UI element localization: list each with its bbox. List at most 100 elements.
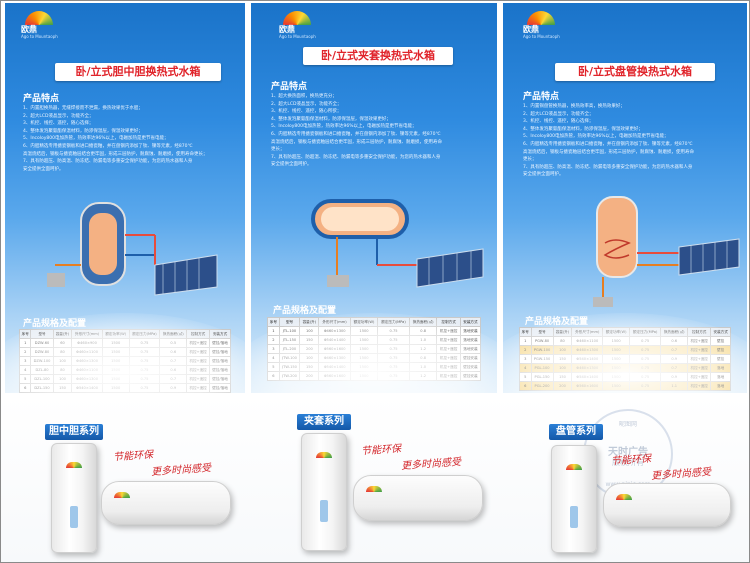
table-cell: PGL-150 <box>530 372 554 382</box>
brand-logo: 欧鼎 Ago to Mountaoph <box>19 11 59 39</box>
table-cell: Φ540×1400 <box>71 383 103 393</box>
table-cell: 150 <box>299 335 320 345</box>
table-cell: 0.75 <box>629 372 662 382</box>
table-cell: 4 <box>519 363 532 373</box>
feature-item: 高温烧结后，钢板与搪瓷釉层结合更牢固，形成三层防护，耐腐蚀、耐磨损，使用寿命 <box>523 149 694 155</box>
table-cell: JTL-100 <box>278 326 301 336</box>
brand-name: 欧鼎 <box>21 25 37 34</box>
column-header: 换热面积(㎡) <box>660 327 689 337</box>
table-cell: 1500 <box>602 381 631 391</box>
table-cell: 0.6 <box>159 365 188 375</box>
table-cell: PGW-80 <box>530 336 554 346</box>
watermark-main: 天时广告 <box>608 447 648 458</box>
table-cell: 壁挂安装 <box>459 353 482 363</box>
table-cell: 0.7 <box>660 345 689 355</box>
table-cell: 1500 <box>349 362 379 372</box>
table-cell: 100 <box>52 356 73 366</box>
feature-item: 2、超大LCD液晶显示，功能齐全； <box>271 101 342 107</box>
table-cell: Φ460×1100 <box>71 347 103 357</box>
table-cell: 150 <box>52 383 73 393</box>
table-cell: 0.75 <box>377 362 410 372</box>
table-cell: 机控+遥控 <box>687 354 712 364</box>
table-cell: 1500 <box>349 335 379 345</box>
table-cell: 落地安装 <box>459 344 482 354</box>
feature-item: 1、内置铜盘管换热器，换热效率高，换热效果好； <box>523 104 625 109</box>
table-cell: DZL-100 <box>30 374 54 384</box>
feature-item: 安全提供全面呵护。 <box>523 172 564 178</box>
table-cell: 1 <box>519 336 532 346</box>
table-cell: Φ460×1100 <box>71 365 103 375</box>
table-cell: JTW-100 <box>278 353 301 363</box>
table-cell: 80 <box>52 347 73 357</box>
table-cell: 200 <box>299 344 320 354</box>
table-cell: 3 <box>18 356 32 366</box>
brand-tagline: Ago to Mountaoph <box>21 34 58 39</box>
heater-logo-icon <box>616 494 632 500</box>
table-cell: 落地安装 <box>459 335 482 345</box>
table-cell: 0.9 <box>159 383 188 393</box>
table-cell: 1500 <box>101 365 130 375</box>
horizontal-heater-image <box>603 483 731 527</box>
spec-table: 序号 型号 容量(升) 外形尺寸(mm) 额定功率(W) 额定压力(MPa) 换… <box>267 317 482 381</box>
table-cell: 机控+遥控 <box>436 353 461 363</box>
spec-table: 序号 型号 容量(升) 外形尺寸(mm) 额定功率(W) 额定压力(MPa) 换… <box>519 327 731 391</box>
table-cell: 80 <box>52 365 73 375</box>
heater-logo-icon <box>66 462 82 468</box>
table-cell: 1.2 <box>408 344 438 354</box>
column-header: 序号 <box>267 317 280 327</box>
table-cell: 1500 <box>101 356 130 366</box>
feature-item: 7、具有防超压、防超温、防冻结、防漏电等多重安全保护功能，为您的热水器和人身 <box>271 154 441 160</box>
table-header-row: 序号 型号 容量(升) 外形尺寸(mm) 额定功率(W) 额定压力(MPa) 换… <box>18 329 231 339</box>
system-diagram <box>47 202 218 296</box>
watermark-top: 昵图网 <box>618 421 637 428</box>
table-cell: 0.8 <box>408 326 438 336</box>
table-cell: 0.75 <box>377 344 410 354</box>
table-cell: 壁挂 <box>710 345 731 355</box>
table-cell: 1500 <box>602 372 631 382</box>
table-cell: Φ560×1600 <box>318 371 351 381</box>
brand-logo: 欧鼎 Ago to Mountaoph <box>521 11 561 39</box>
feature-item: 更长； <box>523 157 537 163</box>
heater-logo-icon <box>366 486 382 492</box>
feature-item: 3、机控、线控、遥控，随心选择； <box>523 119 594 125</box>
table-cell: 1500 <box>602 345 631 355</box>
table-cell: 6 <box>519 381 532 391</box>
table-cell: 机控+遥控 <box>436 335 461 345</box>
brand-logo: 欧鼎 Ago to Mountaoph <box>277 11 317 39</box>
table-cell: 1500 <box>349 326 379 336</box>
table-cell: DZW-80 <box>30 347 54 357</box>
column-header: 安装方式 <box>209 329 231 339</box>
column-header: 换热面积(㎡) <box>408 317 438 327</box>
table-cell: 150 <box>299 362 320 372</box>
table-cell: 2 <box>18 347 32 357</box>
feature-item: 2、超大LCD液晶显示，功能齐全； <box>523 111 594 117</box>
table-cell: 1500 <box>602 354 631 364</box>
table-cell: JTW-200 <box>278 371 301 381</box>
table-cell: 机控+遥控 <box>436 371 461 381</box>
heater-display-icon <box>570 506 578 528</box>
slogan-line-1: 节能环保 <box>112 449 154 464</box>
column-header: 换热面积(㎡) <box>159 329 188 339</box>
table-cell: 落地 <box>710 372 731 382</box>
table-cell: 机控+遥控 <box>186 356 211 366</box>
heater-logo-icon <box>316 452 332 458</box>
table-cell: 0.75 <box>629 345 662 355</box>
table-cell: JTW-150 <box>278 362 301 372</box>
table-cell: 100 <box>552 363 573 373</box>
table-cell: 0.75 <box>377 353 410 363</box>
column-header: 外形尺寸(mm) <box>318 317 351 327</box>
rainbow-logo-icon <box>283 11 311 25</box>
table-cell: Φ540×1400 <box>571 372 604 382</box>
table-cell: 机控+遥控 <box>436 326 461 336</box>
table-cell: 机控+遥控 <box>186 374 211 384</box>
system-diagram <box>593 196 740 307</box>
series-label-jacket: 夹套系列 <box>297 414 351 430</box>
